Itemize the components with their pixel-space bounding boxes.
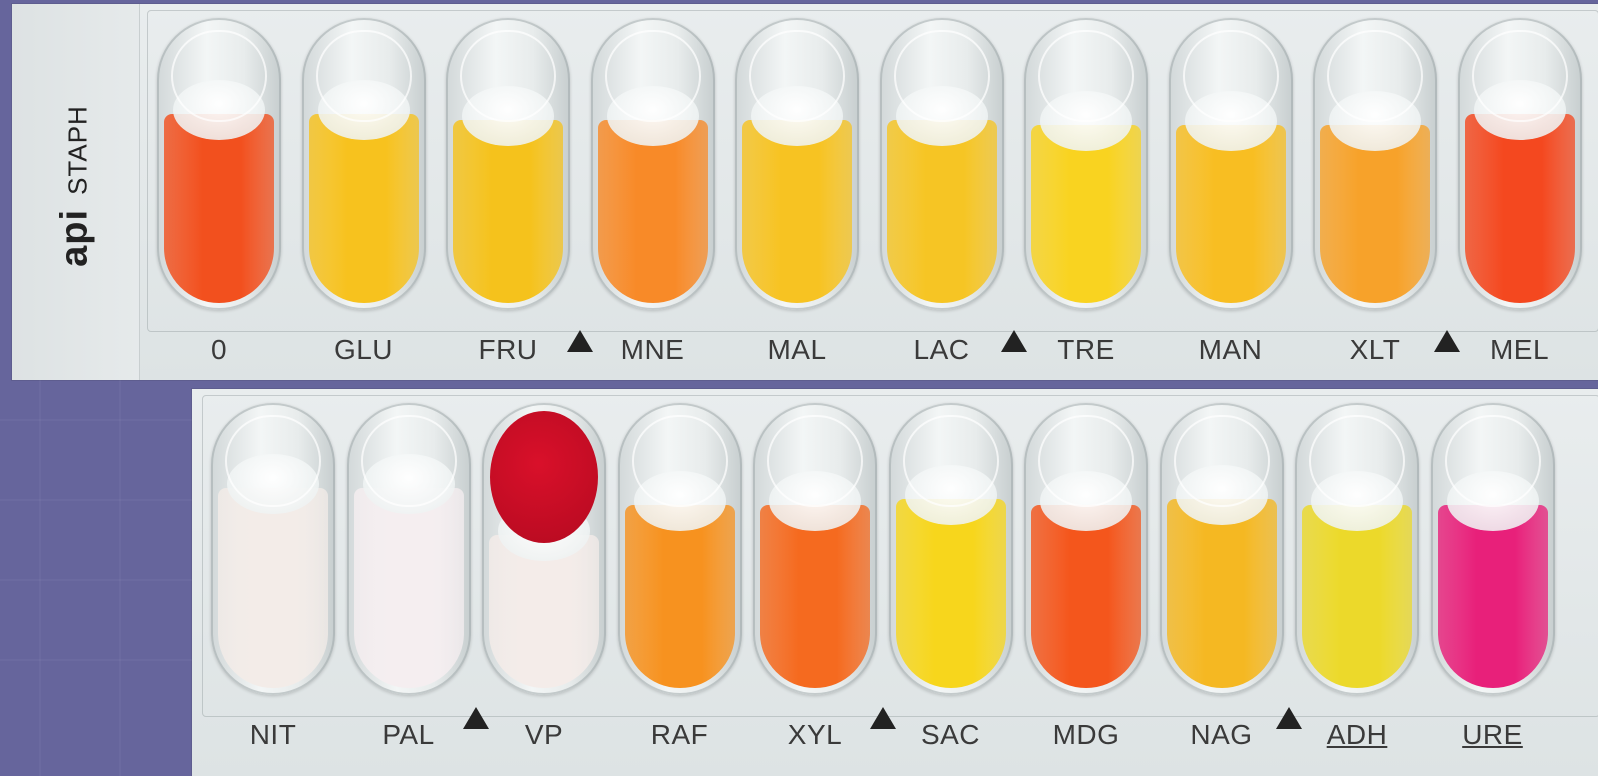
test-strip-top: api STAPH 0 GLU FRU MNE MAL LAC TRE MAN XLT MEL bbox=[12, 4, 1598, 380]
cupule-liquid bbox=[453, 120, 563, 303]
cupule-glu bbox=[301, 18, 426, 310]
cupule-liquid bbox=[308, 114, 419, 303]
cupule-rim bbox=[460, 30, 556, 122]
cupule-label: MNE bbox=[620, 334, 685, 365]
brand-name: STAPH bbox=[62, 105, 93, 195]
cupule-ure bbox=[1430, 403, 1555, 695]
cupule-rim bbox=[1327, 30, 1423, 122]
cupule-mal bbox=[735, 18, 859, 310]
cupule-label: VP bbox=[524, 719, 564, 750]
cupule-label: MDG bbox=[1052, 719, 1120, 750]
cupule-liquid bbox=[1464, 114, 1575, 303]
cupule-label: LAC bbox=[913, 334, 970, 365]
cupule-xyl bbox=[753, 403, 877, 695]
cupule-liquid bbox=[1175, 125, 1286, 303]
cupule-nit bbox=[211, 403, 335, 695]
group-separator-arrow bbox=[1434, 330, 1461, 352]
tray-bottom bbox=[202, 395, 1598, 717]
cupule-liquid bbox=[597, 120, 708, 303]
cupule-liquid bbox=[624, 505, 735, 688]
cupule-rim bbox=[1038, 415, 1134, 507]
cupule-rim bbox=[315, 30, 412, 122]
cupule-rim bbox=[902, 415, 999, 507]
cupule-rim bbox=[604, 30, 701, 122]
cupule-label: NAG bbox=[1190, 719, 1253, 750]
cupule-rim bbox=[893, 30, 990, 122]
cupule-pal bbox=[346, 403, 471, 695]
cupule-adh bbox=[1295, 403, 1419, 695]
cupule-liquid bbox=[353, 488, 464, 688]
cupule-label: FRU bbox=[478, 334, 538, 365]
cupule-label: GLU bbox=[333, 334, 394, 365]
cupule-rim bbox=[1173, 415, 1270, 507]
test-strip-bottom: NIT PAL VP RAF XYL SAC MDG NAG ADH URE bbox=[192, 389, 1598, 776]
cupule-label: SAC bbox=[920, 719, 981, 750]
cupule-fru bbox=[446, 18, 570, 310]
cupule-rim bbox=[1471, 30, 1568, 122]
cupule-lac bbox=[879, 18, 1004, 310]
cupule-xlt bbox=[1313, 18, 1437, 310]
cupule-rim bbox=[1444, 415, 1541, 507]
cupule-vp bbox=[482, 403, 606, 695]
group-separator-arrow bbox=[869, 707, 896, 729]
cupule-label: 0 bbox=[210, 334, 228, 365]
cupule-liquid bbox=[886, 120, 997, 303]
cupule-label: URE bbox=[1462, 719, 1523, 750]
cupule-rim bbox=[1309, 415, 1405, 507]
cupule-mdg bbox=[1024, 403, 1148, 695]
cupule-label: ADH bbox=[1326, 719, 1388, 750]
group-separator-arrow bbox=[567, 330, 594, 352]
brand-logo: api bbox=[53, 208, 96, 267]
cupule-rim bbox=[1038, 30, 1134, 122]
cupule-man bbox=[1168, 18, 1293, 310]
cupule-liquid bbox=[218, 488, 328, 688]
cupule-liquid bbox=[760, 505, 870, 688]
brand-panel: api STAPH bbox=[12, 4, 140, 380]
cupule-liquid bbox=[895, 499, 1006, 688]
cupule-mel bbox=[1457, 18, 1582, 310]
cupule-sac bbox=[888, 403, 1013, 695]
cupule-raf bbox=[617, 403, 742, 695]
cupule-rim bbox=[631, 415, 728, 507]
cupule-label: MAL bbox=[767, 334, 827, 365]
group-separator-arrow bbox=[1276, 707, 1303, 729]
cupule-0 bbox=[157, 18, 281, 310]
cupule-rim bbox=[360, 415, 457, 507]
cupule-liquid bbox=[1031, 505, 1141, 688]
cupule-liquid bbox=[1437, 505, 1548, 688]
brand-label: api STAPH bbox=[54, 105, 97, 267]
cupule-tre bbox=[1024, 18, 1148, 310]
cupule-label: MEL bbox=[1489, 334, 1550, 365]
cupule-rim bbox=[767, 415, 863, 507]
cupule-label: PAL bbox=[382, 719, 435, 750]
tray-top bbox=[147, 10, 1598, 332]
cupule-nag bbox=[1159, 403, 1284, 695]
cupule-liquid bbox=[1302, 505, 1412, 688]
cupule-liquid bbox=[742, 120, 852, 303]
group-separator-arrow bbox=[463, 707, 490, 729]
cupule-rim bbox=[749, 30, 845, 122]
group-separator-arrow bbox=[1000, 330, 1027, 352]
cupule-liquid bbox=[1031, 125, 1141, 303]
cupule-label: RAF bbox=[650, 719, 709, 750]
cupule-label: NIT bbox=[249, 719, 297, 750]
cupule-liquid bbox=[1320, 125, 1430, 303]
cupule-liquid bbox=[164, 114, 274, 303]
cupule-label: XLT bbox=[1349, 334, 1401, 365]
cupule-label: TRE bbox=[1057, 334, 1115, 365]
cupule-rim bbox=[1182, 30, 1279, 122]
cupule-reagent-disc bbox=[490, 411, 598, 543]
cupule-liquid bbox=[1166, 499, 1277, 688]
cupule-label: XYL bbox=[787, 719, 843, 750]
cupule-rim bbox=[225, 415, 321, 507]
cupule-mne bbox=[590, 18, 715, 310]
cupule-rim bbox=[171, 30, 267, 122]
cupule-label: MAN bbox=[1198, 334, 1263, 365]
